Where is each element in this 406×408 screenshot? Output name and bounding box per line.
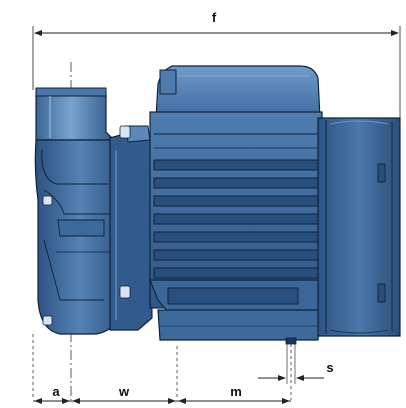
vent-slot-icon	[377, 163, 386, 183]
pump-bracket	[109, 125, 153, 331]
bolt-icon	[42, 195, 53, 206]
dimension-f: f	[32, 10, 401, 120]
dimension-a-label: a	[52, 384, 60, 399]
motor-body	[149, 65, 323, 345]
dimension-s-label: s	[326, 360, 333, 375]
bolt-icon	[119, 125, 131, 139]
motor-foot	[157, 309, 321, 341]
dimension-w-label: w	[118, 384, 130, 399]
dimension-s: s	[258, 360, 334, 381]
foot-hole	[285, 337, 297, 345]
bolt-icon	[119, 285, 131, 299]
bolt-icon	[42, 315, 53, 326]
dimension-m-label: m	[230, 384, 242, 399]
bottom-dimension-chain: a w m	[33, 384, 291, 404]
cooling-fins	[153, 159, 319, 279]
dimension-f-label: f	[212, 10, 217, 25]
extension-lines	[32, 334, 292, 400]
fan-cover	[317, 117, 401, 337]
vent-slot-icon	[377, 283, 386, 303]
terminal-box	[155, 65, 321, 119]
